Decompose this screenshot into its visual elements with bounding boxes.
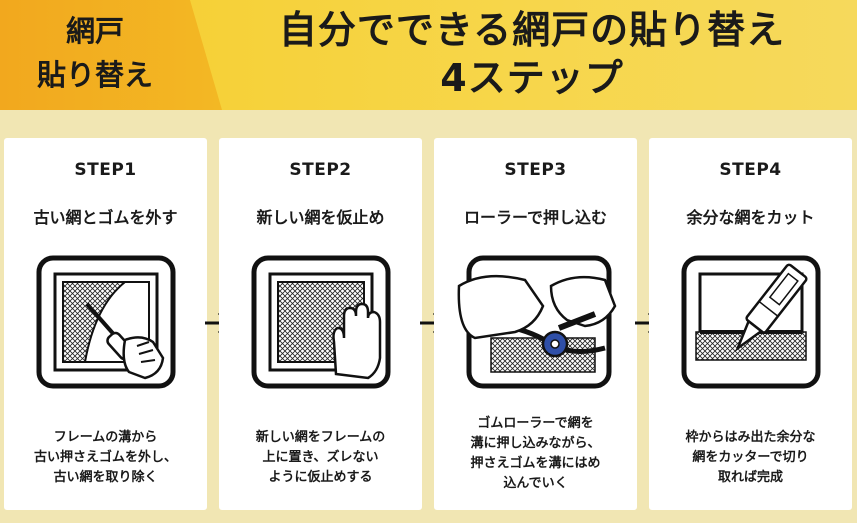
desc-line: ゴムローラーで網を xyxy=(477,416,594,431)
desc-line: 古い押さえゴムを外し、 xyxy=(33,450,177,465)
step-card-3: STEP3 ローラーで押し込む ゴムローラーで網を 溝に押し込みながら、 押さえ… xyxy=(434,138,637,510)
step-description: 枠からはみ出た余分な 網をカッターで切り 取れば完成 xyxy=(657,428,844,488)
step-description: 新しい網をフレームの 上に置き、ズレない ように仮止めする xyxy=(227,428,414,488)
desc-line: 古い網を取り除く xyxy=(53,470,158,485)
step-description: ゴムローラーで網を 溝に押し込みながら、 押さえゴムを溝にはめ 込んでいく xyxy=(442,414,629,494)
step-label: STEP3 xyxy=(504,160,567,180)
step-description: フレームの溝から 古い押さえゴムを外し、 古い網を取り除く xyxy=(12,428,199,488)
hand-net-icon xyxy=(251,255,391,389)
title-line-1: 自分でできる網戸の貼り替え xyxy=(278,8,786,52)
category-tag xyxy=(0,0,222,110)
header-banner: 網戸 貼り替え 自分でできる網戸の貼り替え 4ステップ xyxy=(0,0,857,110)
desc-line: フレームの溝から xyxy=(53,430,158,445)
step-card-1: STEP1 古い網とゴムを外す フレームの溝から 古い押さえゴムを外し、 古い網… xyxy=(4,138,207,510)
step-title: 古い網とゴムを外す xyxy=(33,208,178,227)
step-label: STEP2 xyxy=(289,160,352,180)
desc-line: 溝に押し込みながら、 xyxy=(470,436,601,451)
step-card-2: STEP2 新しい網を仮止め 新しい網をフレームの 上に置き、ズレない ように仮… xyxy=(219,138,422,510)
page-title: 自分でできる網戸の貼り替え 4ステップ xyxy=(222,6,842,102)
step-label: STEP1 xyxy=(74,160,137,180)
step-title: ローラーで押し込む xyxy=(463,208,608,227)
desc-line: 取れば完成 xyxy=(717,470,783,485)
step-label: STEP4 xyxy=(719,160,782,180)
step-card-4: STEP4 余分な網をカット 枠からはみ出た余分な 網をカッターで切り 取れば完… xyxy=(649,138,852,510)
step-title: 余分な網をカット xyxy=(686,208,815,227)
category-tag-text: 網戸 貼り替え xyxy=(0,9,190,97)
desc-line: 枠からはみ出た余分な xyxy=(685,430,816,445)
tag-line-2: 貼り替え xyxy=(36,58,153,92)
step-title: 新しい網を仮止め xyxy=(256,208,385,227)
desc-line: 上に置き、ズレない xyxy=(262,450,379,465)
desc-line: 押さえゴムを溝にはめ xyxy=(470,456,601,471)
desc-line: 込んでいく xyxy=(503,476,568,491)
cutter-icon xyxy=(681,255,821,389)
tag-line-1: 網戸 xyxy=(65,14,124,48)
desc-line: 網をカッターで切り xyxy=(692,450,809,465)
screwdriver-frame-icon xyxy=(36,255,176,389)
roller-icon xyxy=(457,255,617,389)
desc-line: ように仮止めする xyxy=(268,470,373,485)
title-line-2: 4ステップ xyxy=(440,56,624,100)
desc-line: 新しい網をフレームの xyxy=(255,430,386,445)
